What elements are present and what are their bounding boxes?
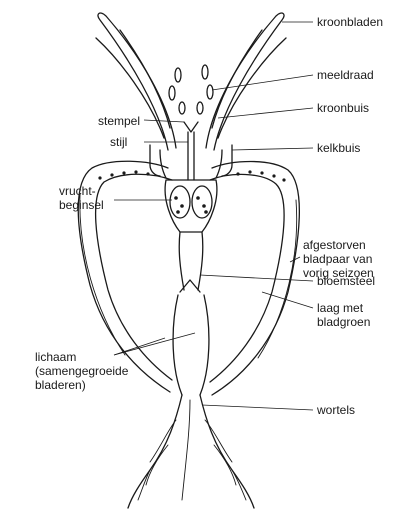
tubes [150,145,232,178]
label-kroonbuis: kroonbuis [317,101,369,115]
label-wortels: wortels [317,403,355,417]
label-laag-met-line1: laag met [317,301,363,315]
label-lichaam-line3: bladeren) [35,378,86,392]
label-bloemsteel: bloemsteel [317,274,375,288]
label-lichaam-line2: (samengegroeide [35,364,128,378]
roots [128,395,254,508]
stamens [169,65,213,114]
label-kelkbuis: kelkbuis [317,141,360,155]
label-meeldraad: meeldraad [317,68,374,82]
label-laag-met-line2: bladgroen [317,315,370,329]
style-stigma [184,122,198,180]
body-core [173,295,209,395]
leader-lines [114,22,313,410]
label-stempel: stempel [98,114,140,128]
label-stijl: stijl [110,135,127,149]
flower-stalk [179,232,203,292]
label-afgestorven-line2: bladpaar van [303,252,372,266]
label-kroonbladen: kroonbladen [317,15,383,29]
label-vruchtbeginsel-line1: vrucht- [59,184,96,198]
label-afgestorven-line1: afgestorven [303,238,366,252]
petals [96,13,286,150]
label-vruchtbeginsel-line2: beginsel [59,198,104,212]
ovary [165,180,217,232]
label-lichaam-line1: lichaam [35,350,76,364]
